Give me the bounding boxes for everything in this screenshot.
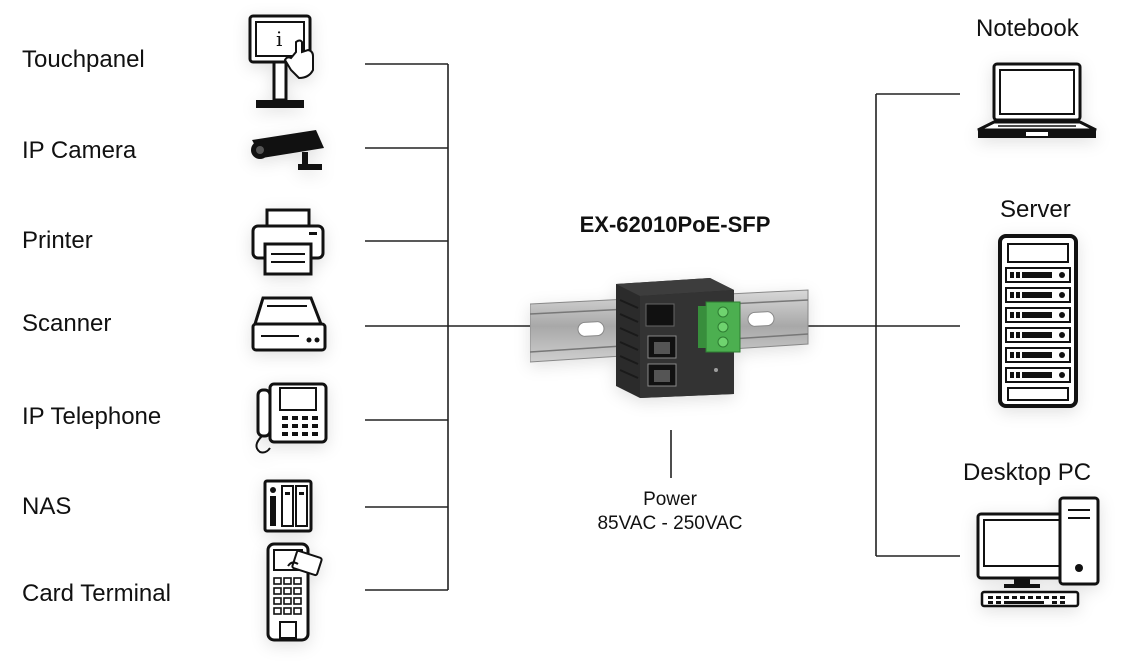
label-ip-camera: IP Camera xyxy=(22,137,137,164)
label-server: Server xyxy=(1000,196,1071,223)
desktop-pc-icon xyxy=(976,496,1100,608)
ip-telephone-icon xyxy=(255,382,328,454)
din-rail-switch-image xyxy=(530,278,809,398)
label-printer: Printer xyxy=(22,227,93,254)
label-desktop-pc: Desktop PC xyxy=(963,459,1092,486)
label-touchpanel: Touchpanel xyxy=(22,46,145,73)
notebook-icon xyxy=(977,62,1097,138)
printer-icon xyxy=(251,208,325,276)
scanner-icon xyxy=(251,296,327,352)
label-ip-telephone: IP Telephone xyxy=(22,403,162,430)
nas-icon xyxy=(263,479,313,533)
label-nas: NAS xyxy=(22,493,72,520)
server-icon xyxy=(998,234,1078,408)
power-range: 85VAC - 250VAC xyxy=(597,513,743,534)
power-label: Power xyxy=(643,489,697,510)
svg-text:i: i xyxy=(276,27,282,51)
device-model-title: EX-62010PoE-SFP xyxy=(579,212,771,237)
card-terminal-icon xyxy=(266,542,323,642)
label-card-terminal: Card Terminal xyxy=(22,580,171,607)
label-notebook: Notebook xyxy=(976,15,1079,42)
touchpanel-kiosk-icon: i xyxy=(248,14,314,108)
power-spec: Power 85VAC - 250VAC xyxy=(560,488,780,536)
label-scanner: Scanner xyxy=(22,310,112,337)
ip-camera-icon xyxy=(251,130,324,170)
